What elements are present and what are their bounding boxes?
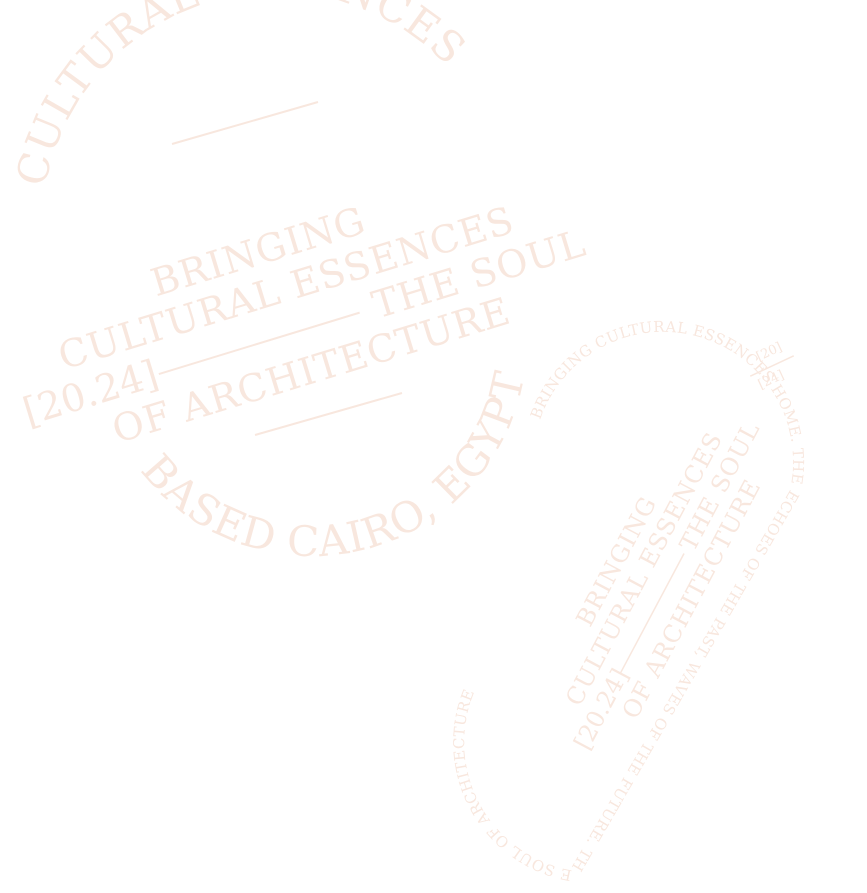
badge-two-year-top: [20] <box>754 340 785 365</box>
badge-one-arc-top: CULTURAL ESSENCES <box>7 0 476 190</box>
badge-two-tagline-rule <box>619 553 685 674</box>
badge-one-divider-bottom <box>254 392 403 436</box>
badge-one-tagline-rule <box>158 311 360 375</box>
badge-one-divider-top <box>171 101 319 145</box>
badge-one: CULTURAL ESSENCES BRINGING CULTURAL ESSE… <box>7 0 591 566</box>
badge-two-year-rule <box>749 355 795 377</box>
